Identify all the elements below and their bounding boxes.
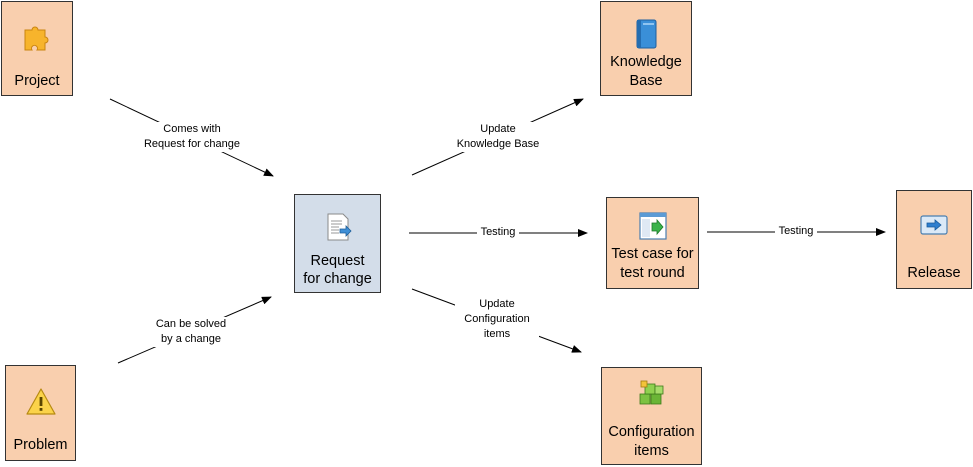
node-kb-label-line1: Knowledge — [610, 54, 682, 70]
node-release-label: Release — [907, 265, 961, 281]
cubes-icon — [639, 380, 663, 405]
edge-label-project: Comes with Request for change — [134, 122, 250, 152]
node-knowledge-base[interactable]: Knowledge Base — [600, 1, 692, 96]
node-kb-label-line2: Base — [629, 73, 663, 89]
node-ci-label-line2: items — [634, 443, 669, 459]
edge-label-problem-line2: by a change — [161, 333, 221, 345]
node-test-label-line2: test round — [620, 265, 685, 281]
warning-icon — [25, 388, 56, 415]
node-release[interactable]: Release — [896, 190, 972, 289]
node-request-label-line2: for change — [303, 271, 372, 287]
edge-label-kb-line2: Knowledge Base — [456, 138, 540, 150]
edge-label-problem-line1: Can be solved — [155, 318, 227, 330]
test-panel-icon — [638, 212, 667, 240]
node-problem[interactable]: Problem — [5, 365, 76, 461]
edge-label-testing-1: Testing — [477, 225, 519, 240]
node-test-label-line1: Test case for — [611, 246, 694, 262]
edge-label-kb-line1: Update — [480, 123, 516, 135]
release-arrow-icon — [920, 215, 948, 235]
edge-label-project-line2: Request for change — [143, 138, 240, 150]
edge-label-ci-line3: items — [483, 328, 511, 340]
edge-label-project-line1: Comes with — [163, 123, 221, 135]
node-project[interactable]: Project — [1, 1, 73, 96]
edge-label-ci-line1: Update — [479, 298, 515, 310]
node-request-for-change[interactable]: Request for change — [294, 194, 381, 293]
document-arrow-icon — [327, 213, 352, 241]
node-configuration-items[interactable]: Configuration items — [601, 367, 702, 465]
edge-label-kb: Update Knowledge Base — [450, 122, 546, 152]
puzzle-icon — [24, 26, 49, 51]
edge-label-ci-line2: Configuration — [464, 313, 530, 325]
node-project-label: Project — [14, 73, 60, 89]
node-test-case[interactable]: Test case for test round — [606, 197, 699, 289]
node-request-label-line1: Request — [310, 253, 365, 269]
edge-label-ci: Update Configuration items — [455, 297, 539, 342]
edge-label-testing-2: Testing — [775, 224, 817, 239]
book-icon — [636, 19, 657, 49]
node-ci-label-line1: Configuration — [608, 424, 695, 440]
node-problem-label: Problem — [13, 437, 68, 453]
edge-label-problem: Can be solved by a change — [146, 317, 236, 347]
